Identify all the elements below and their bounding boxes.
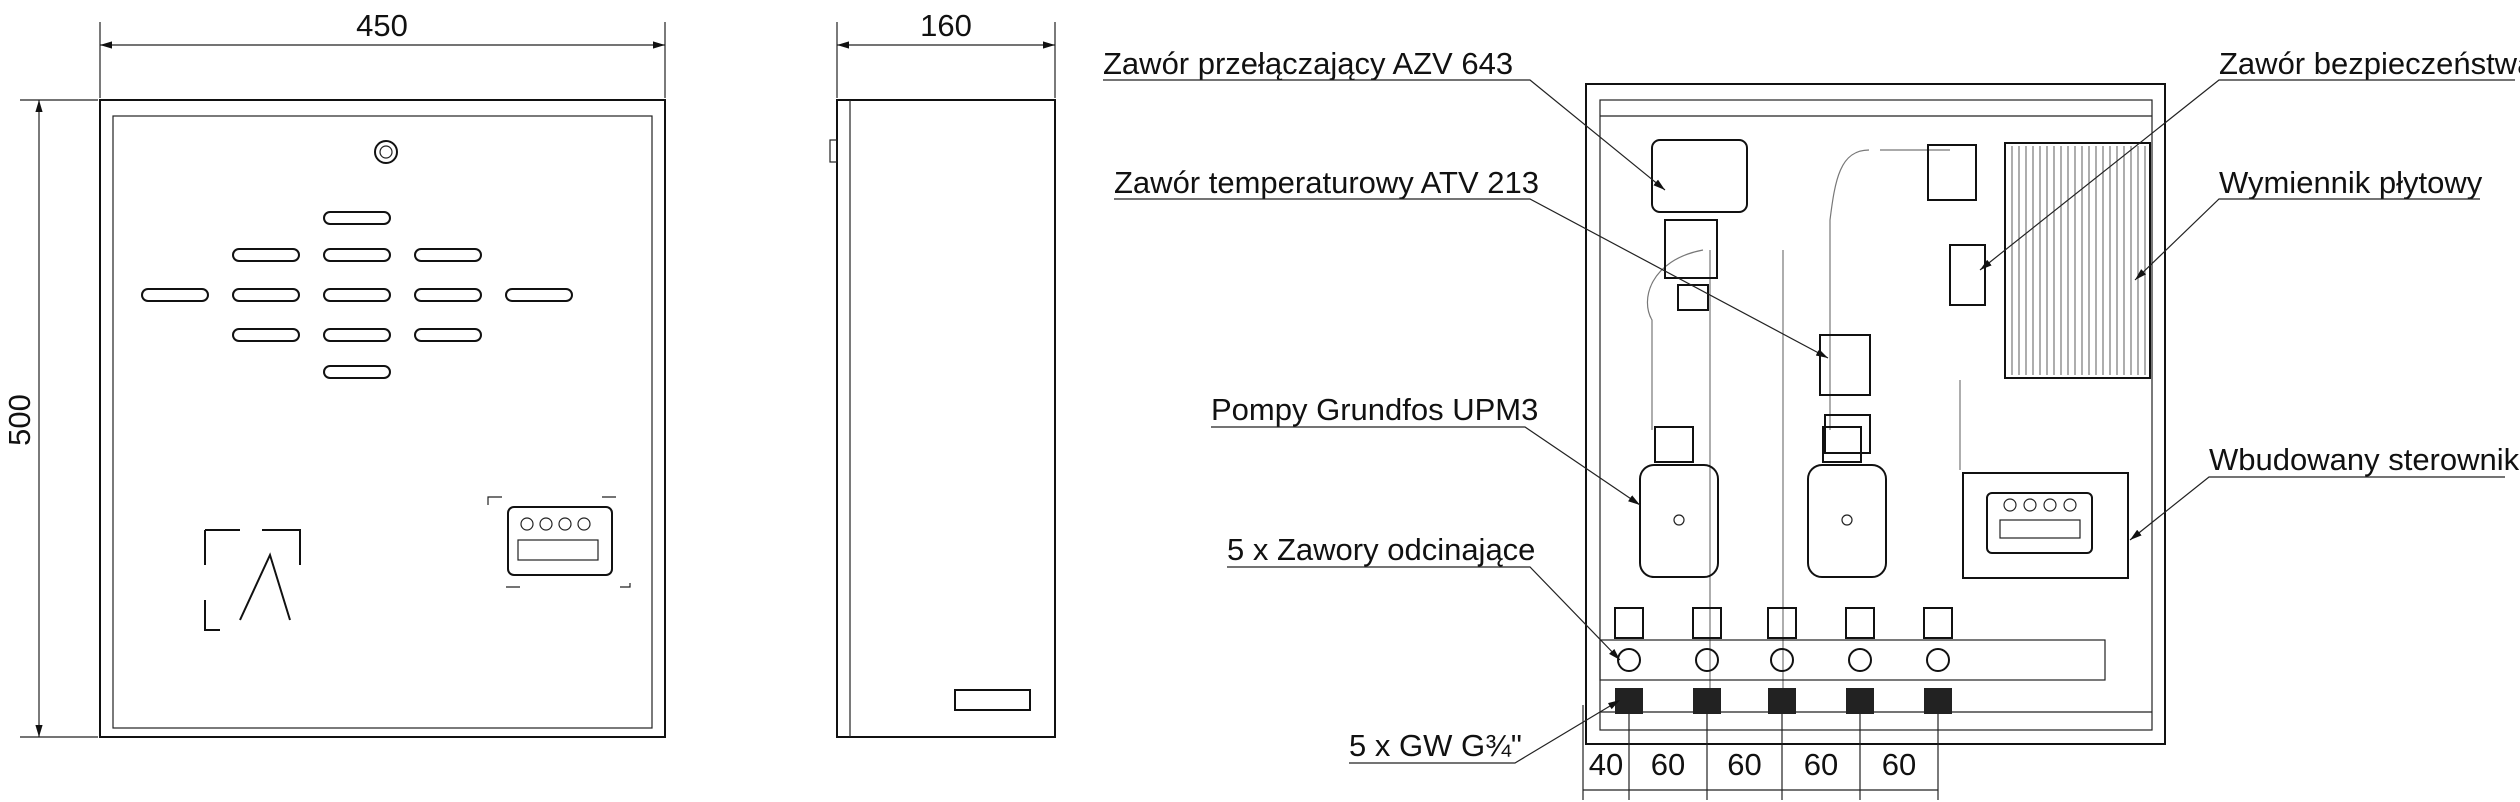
front-view: 450 500 — [2, 8, 666, 738]
vent-slot — [323, 328, 391, 342]
shutoff-valve — [1692, 607, 1722, 639]
side-view: 160 — [829, 8, 1056, 738]
valve-handle-icon — [1770, 648, 1794, 672]
valve-handle-icon — [1617, 648, 1641, 672]
vent-slot — [232, 288, 300, 302]
valve-handle-icon — [1848, 648, 1872, 672]
bottom-dimension-label: 60 — [1651, 747, 1685, 782]
shutoff-valve — [1923, 607, 1953, 639]
cabinet-inner-outline — [1585, 83, 2166, 745]
bottom-dimension-label: 60 — [1727, 747, 1761, 782]
shutoff-valve — [1767, 607, 1797, 639]
label-temperature-valve: Zawór temperaturowy ATV 213 — [1114, 165, 1539, 200]
built-in-controller — [1962, 472, 2129, 579]
vent-slot — [505, 288, 573, 302]
bottom-dimension-label: 60 — [1804, 747, 1838, 782]
label-controller: Wbudowany sterownik — [2209, 442, 2520, 477]
mixing-valve — [1819, 334, 1871, 396]
valve-handle-icon — [1695, 648, 1719, 672]
label-shutoff-valves: 5 x Zawory odcinające — [1227, 532, 1535, 567]
label-heat-exchanger: Wymiennik płytowy — [2219, 165, 2483, 200]
width-dimension: 450 — [356, 8, 408, 43]
side-outline — [836, 99, 1056, 738]
bottom-dimension-label: 60 — [1882, 747, 1916, 782]
shutoff-valve — [1614, 607, 1644, 639]
height-dimension: 500 — [2, 394, 37, 446]
valve-handle-icon — [1926, 648, 1950, 672]
temperature-valve — [1664, 219, 1718, 279]
cable-gland — [954, 689, 1031, 711]
vent-slot — [414, 328, 482, 342]
bottom-dimension-label: 40 — [1589, 747, 1623, 782]
safety-valve — [1949, 244, 1986, 306]
label-switching-valve: Zawór przełączający AZV 643 — [1103, 46, 1513, 81]
logo-icon — [204, 529, 301, 631]
vent-slot — [414, 288, 482, 302]
vent-slot — [323, 365, 391, 379]
door-panel — [112, 115, 653, 729]
vent-slot — [323, 248, 391, 262]
vent-slot — [232, 328, 300, 342]
plate-heat-exchanger — [2004, 142, 2151, 379]
vent-slot — [232, 248, 300, 262]
label-pumps: Pompy Grundfos UPM3 — [1211, 392, 1538, 427]
lock-icon — [374, 140, 398, 164]
vent-slot — [414, 248, 482, 262]
switching-valve-actuator — [1651, 139, 1748, 213]
internal-view: Zawór przełączający AZV 643 Zawór temper… — [1103, 46, 2520, 800]
pump-right — [1807, 426, 1887, 578]
pump-left — [1639, 426, 1719, 578]
shutoff-valve — [1845, 607, 1875, 639]
label-safety-valve: Zawór bezpieczeństwa — [2219, 46, 2520, 81]
bottom-dimensions: 40 60 60 60 60 — [1582, 705, 1939, 800]
mounting-rail — [1599, 639, 2106, 681]
depth-dimension: 160 — [920, 8, 972, 43]
cabinet-outline — [99, 99, 666, 738]
vent-slot — [141, 288, 209, 302]
label-connections: 5 x GW G¾" — [1349, 728, 1522, 763]
vent-slot — [323, 211, 391, 225]
controller-display — [507, 506, 613, 576]
ventilation-slots — [141, 211, 573, 379]
vent-slot — [323, 288, 391, 302]
